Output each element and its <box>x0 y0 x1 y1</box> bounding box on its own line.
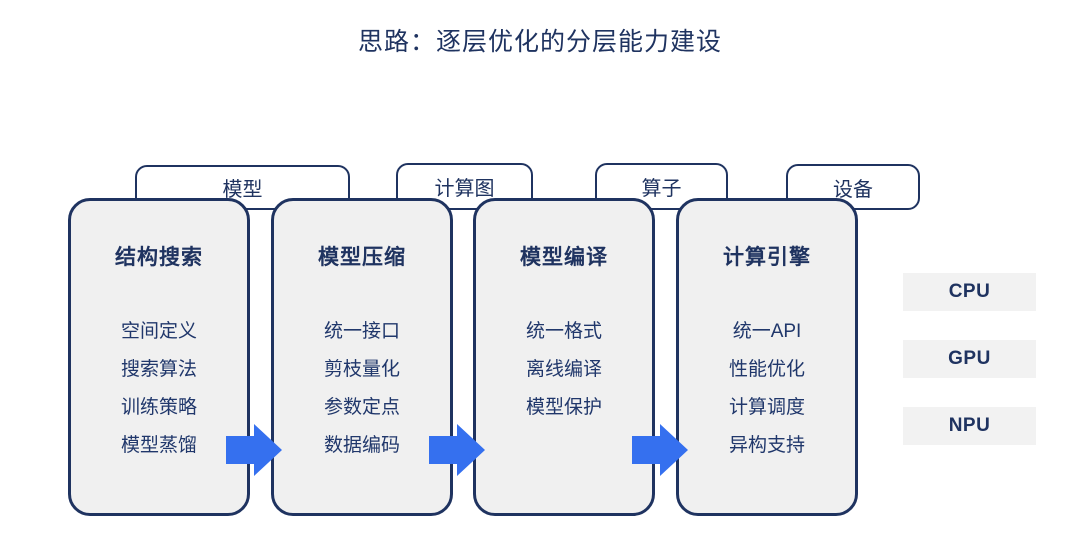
stage-item: 数据编码 <box>323 435 400 456</box>
stage-title: 模型压缩 <box>318 246 406 269</box>
stage-item: 剪枝量化 <box>323 359 400 380</box>
stage-item: 异构支持 <box>728 435 805 456</box>
stage-card-model-compile[interactable]: 模型编译 统一格式 离线编译 模型保护 <box>473 198 655 516</box>
stage-item: 计算调度 <box>728 397 805 418</box>
stage-item-list: 统一格式 离线编译 模型保护 <box>476 313 652 427</box>
arrow-stage-2-to-3 <box>429 424 485 476</box>
stage-title: 计算引擎 <box>723 246 811 269</box>
stage-item-list: 统一接口 剪枝量化 参数定点 数据编码 <box>274 313 450 465</box>
stage-item: 训练策略 <box>120 397 197 418</box>
layer-tab-graph-label: 计算图 <box>434 178 495 200</box>
stage-card-structure-search[interactable]: 结构搜索 空间定义 搜索算法 训练策略 模型蒸馏 <box>68 198 250 516</box>
stage-item: 参数定点 <box>323 397 400 418</box>
stage-item: 离线编译 <box>525 359 602 380</box>
stage-title: 模型编译 <box>520 246 608 269</box>
layer-tab-device-label: 设备 <box>833 178 873 201</box>
stage-item: 统一格式 <box>525 321 602 342</box>
page-title: 思路：逐层优化的分层能力建设 <box>357 28 722 56</box>
device-bar-npu[interactable]: NPU <box>903 407 1036 445</box>
stage-item-list: 空间定义 搜索算法 训练策略 模型蒸馏 <box>71 313 247 465</box>
stage-card-compute-engine[interactable]: 计算引擎 统一API 性能优化 计算调度 异构支持 <box>676 198 858 516</box>
device-bar-npu-label: NPU <box>948 415 991 436</box>
stage-item: 统一API <box>732 321 802 342</box>
stage-item: 模型蒸馏 <box>120 435 197 456</box>
layer-tab-operator-label: 算子 <box>641 178 682 200</box>
stage-item: 空间定义 <box>120 321 197 342</box>
device-bar-gpu-label: GPU <box>948 348 991 369</box>
arrow-stage-3-to-4 <box>632 424 688 476</box>
arrow-stage-1-to-2 <box>226 424 282 476</box>
device-bar-cpu[interactable]: CPU <box>903 273 1036 311</box>
stage-item: 性能优化 <box>728 359 805 380</box>
stage-card-model-compression[interactable]: 模型压缩 统一接口 剪枝量化 参数定点 数据编码 <box>271 198 453 516</box>
device-bar-cpu-label: CPU <box>948 281 991 302</box>
stage-item: 统一接口 <box>323 321 400 342</box>
device-bar-gpu[interactable]: GPU <box>903 340 1036 378</box>
stage-item: 模型保护 <box>525 397 602 418</box>
stage-item-list: 统一API 性能优化 计算调度 异构支持 <box>679 313 855 465</box>
stage-item: 搜索算法 <box>120 359 197 380</box>
stage-title: 结构搜索 <box>115 246 203 269</box>
